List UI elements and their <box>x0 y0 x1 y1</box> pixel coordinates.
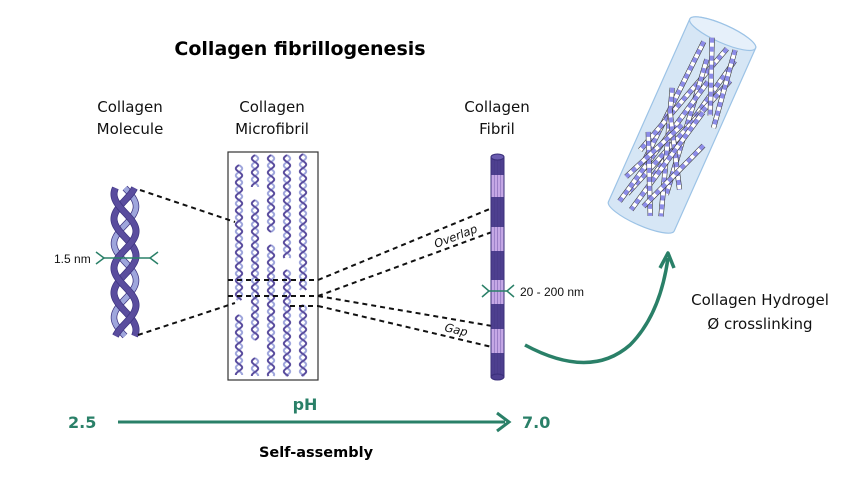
molecule-label-line1: Collagen <box>97 98 162 116</box>
overlap-line-top <box>317 207 493 281</box>
microfibril-strand-dark <box>250 154 260 187</box>
ph-axis-label: pH <box>293 395 318 414</box>
microfibril-strand-dark <box>250 357 260 376</box>
overlap-line-bottom <box>317 231 493 297</box>
gap-label: Gap <box>443 320 469 339</box>
hydrogel-fibril-purple <box>624 123 684 179</box>
molecule-diameter-marker <box>95 251 159 265</box>
hydrogel-label-line1: Collagen Hydrogel <box>691 291 829 309</box>
microfibril-strand-dark <box>266 244 276 377</box>
hydrogel-fibril-white <box>642 144 705 208</box>
fibril-diameter-label: 20 - 200 nm <box>520 285 584 299</box>
ph-axis: pH 2.5 7.0 Self-assembly <box>68 395 550 461</box>
hydrogel-fibril-purple <box>629 111 705 211</box>
microfibril-strand-light <box>282 154 292 259</box>
hydrogel-fibril-purple <box>711 49 737 129</box>
molecule-to-microfibril-top-line <box>139 189 236 223</box>
fibril-diameter-marker <box>481 284 515 298</box>
microfibril-strand-dark <box>234 314 244 375</box>
gap-line-top <box>317 295 493 327</box>
fibril-label-line2: Fibril <box>479 120 515 138</box>
hydrogel-fibril-purple <box>664 58 709 196</box>
hydrogel-formation-arrow <box>524 257 670 365</box>
microfibril-strand-dark <box>298 304 308 377</box>
gap-line-bottom <box>317 305 493 348</box>
hydrogel-fibril-purple <box>625 79 732 196</box>
hydrogel-fibril-purple <box>708 37 715 116</box>
microfibril-strand-light <box>234 314 244 375</box>
microfibril-strand-dark <box>234 164 244 301</box>
helix-strand <box>111 186 139 338</box>
microfibril-strand-light <box>298 153 308 291</box>
microfibril-strand-dark <box>282 269 292 377</box>
microfibril-strand-light <box>250 357 260 376</box>
microfibril-strand-light <box>266 154 276 233</box>
fibril-bottom-cap <box>490 373 505 381</box>
microfibril-label-line1: Collagen <box>239 98 304 116</box>
molecule-label: Collagen Molecule <box>97 98 164 138</box>
collagen-hydrogel-cylinder <box>607 16 757 234</box>
microfibril-strand-light <box>250 154 260 187</box>
hydrogel-cylinder-top <box>688 16 757 52</box>
helix-strand <box>111 186 139 338</box>
microfibril-strand-dark <box>298 153 308 291</box>
collagen-molecule-helix <box>110 185 140 339</box>
ph-end-value: 7.0 <box>522 413 550 432</box>
hydrogel-label-line2: Ø crosslinking <box>707 315 812 333</box>
fibril-top-cap <box>490 153 505 161</box>
hydrogel-arrowhead-icon <box>658 251 676 269</box>
molecule-to-microfibril-bottom-line <box>137 302 236 336</box>
self-assembly-label: Self-assembly <box>259 445 374 461</box>
projection-lines <box>137 189 493 348</box>
molecule-label-line2: Molecule <box>97 120 164 138</box>
fibril-label-line1: Collagen <box>464 98 529 116</box>
microfibril-strand-light <box>266 244 276 377</box>
helix-strand <box>111 186 139 338</box>
fibril-label: Collagen Fibril <box>464 98 529 138</box>
microfibril-strand-dark <box>282 154 292 259</box>
microfibril-label: Collagen Microfibril <box>235 98 309 138</box>
microfibril-label-line2: Microfibril <box>235 120 309 138</box>
hydrogel-body <box>607 16 757 234</box>
microfibril-strands <box>234 153 308 377</box>
microfibril-strand-light <box>282 269 292 377</box>
molecule-diameter-label: 1.5 nm <box>54 252 91 266</box>
diagram-title: Collagen fibrillogenesis <box>174 38 425 60</box>
ph-arrowhead-icon <box>496 411 512 433</box>
collagen-fibril <box>490 153 505 381</box>
ph-start-value: 2.5 <box>68 413 96 432</box>
microfibril-strand-dark <box>266 154 276 233</box>
microfibril-strand-dark <box>250 199 260 341</box>
